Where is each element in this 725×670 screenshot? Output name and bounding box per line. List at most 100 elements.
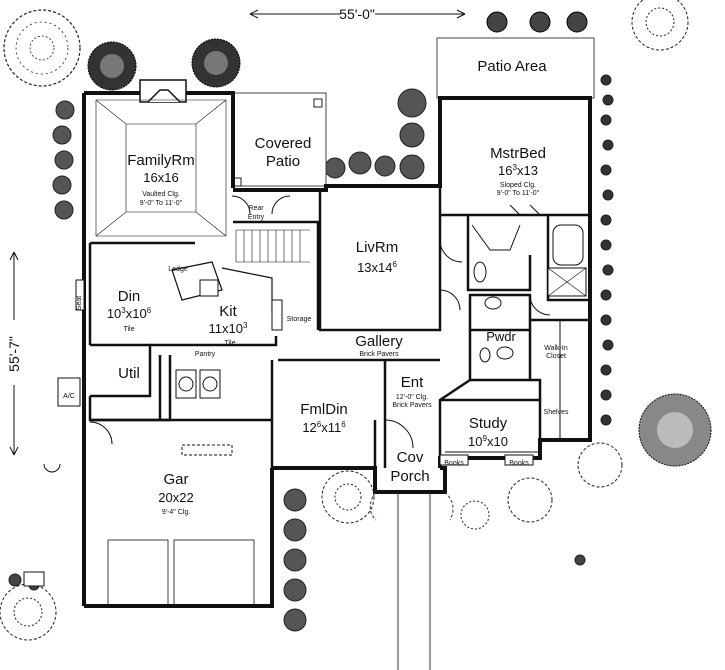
hedge-right — [600, 74, 614, 426]
label-walkin-2: Closet — [546, 353, 566, 360]
shrub-icon — [283, 518, 307, 542]
shrub-icon — [334, 483, 362, 511]
covered-patio — [232, 92, 327, 187]
bathtub — [552, 224, 584, 266]
label-gar: Gar — [163, 471, 188, 488]
note-ent-2: Brick Pavers — [392, 402, 432, 409]
shrub-icon — [399, 122, 425, 148]
dim-kit: 11x103 — [209, 321, 248, 336]
label-storage: Storage — [287, 316, 312, 323]
front-walk — [369, 491, 454, 670]
ac-unit — [57, 377, 81, 407]
label-study: Study — [469, 415, 508, 432]
shrub-icon — [13, 597, 43, 627]
label-seat: Seat — [76, 296, 83, 310]
shrub-icon — [374, 155, 396, 177]
overall-depth-label: 55'-7" — [6, 336, 22, 372]
dimension-width — [249, 9, 466, 19]
garage-door-swing — [89, 421, 113, 445]
fireplace — [139, 79, 187, 103]
label-covered-patio-2: Patio — [266, 153, 300, 170]
patio-area — [436, 37, 595, 99]
doors — [89, 195, 551, 449]
dim-fmldin: 126x116 — [302, 420, 346, 435]
label-books-1: Books — [444, 460, 464, 467]
dimension-depth — [9, 251, 19, 456]
shrub-icon — [397, 88, 427, 118]
label-patio-area: Patio Area — [477, 58, 547, 75]
planter — [23, 571, 45, 587]
exterior-walls — [82, 91, 592, 608]
tree-icon — [3, 9, 81, 87]
label-gallery: Gallery — [355, 333, 403, 350]
note-gallery: Brick Pavers — [359, 351, 399, 358]
tree-icon — [645, 7, 675, 37]
shrub-icon — [348, 151, 372, 175]
label-fmldin: FmlDin — [300, 401, 348, 418]
note-kit: Tile — [224, 340, 235, 347]
interior-walls — [88, 99, 590, 607]
label-pantry: Pantry — [195, 351, 216, 358]
hedge-left — [52, 100, 75, 220]
label-mstrbed: MstrBed — [490, 145, 546, 162]
shrub-icon — [324, 157, 346, 179]
label-pwdr: Pwdr — [486, 329, 516, 344]
label-livrm: LivRm — [356, 239, 399, 256]
shrub-icon — [460, 500, 490, 530]
label-ent: Ent — [401, 374, 424, 391]
toilet — [484, 296, 502, 310]
shrub-icon — [577, 442, 623, 488]
label-util: Util — [118, 365, 140, 382]
note-gar: 9'-4" Clg. — [162, 509, 190, 516]
note-ent-1: 12'-0" Clg. — [396, 394, 428, 401]
label-familyrm: FamilyRm — [127, 152, 195, 169]
toilet — [496, 346, 514, 360]
shrub-icon — [486, 11, 508, 33]
shrub-icon — [8, 573, 22, 587]
shrub-icon — [566, 11, 588, 33]
sink — [473, 261, 487, 283]
tree-icon — [657, 412, 693, 448]
dim-familyrm: 16x16 — [143, 170, 178, 185]
seat — [75, 279, 85, 311]
note-familyrm: Vaulted Clg. — [142, 191, 180, 198]
label-rear-entry-1: Rear — [248, 205, 264, 212]
sink — [479, 347, 491, 363]
shrub-icon — [100, 54, 124, 78]
label-din: Din — [118, 288, 141, 305]
shrub-icon — [507, 477, 553, 523]
label-ledge: Ledge — [168, 266, 188, 273]
landscaping — [0, 0, 712, 641]
shrub-icon — [283, 488, 307, 512]
overall-width-label: 55'-0" — [339, 6, 375, 22]
dim-study: 109x10 — [468, 434, 508, 449]
dim-livrm: 13x146 — [357, 260, 397, 275]
note-mstrbed-2: 9'-0" To 11'-0" — [497, 190, 540, 197]
dim-din: 103x106 — [107, 306, 152, 321]
label-cov-porch-1: Cov — [397, 449, 424, 466]
label-kit: Kit — [219, 303, 237, 320]
label-books-2: Books — [509, 460, 529, 467]
label-ac: A/C — [63, 393, 75, 400]
dim-mstrbed: 163x13 — [498, 163, 538, 178]
shrub-icon — [283, 578, 307, 602]
note-familyrm-2: 9'-0" To 11'-0" — [140, 200, 183, 207]
label-rear-entry-2: Entry — [248, 214, 265, 221]
post — [313, 98, 323, 108]
shrub-icon — [574, 554, 586, 566]
shrub-icon — [204, 51, 228, 75]
shrub-icon — [283, 608, 307, 632]
note-mstrbed-1: Sloped Clg. — [500, 182, 536, 189]
shrub-icon — [283, 548, 307, 572]
shrub-icon — [529, 11, 551, 33]
label-shelves: Shelves — [544, 409, 569, 416]
label-walkin-1: Walk-In — [544, 345, 568, 352]
shrub-icon — [399, 154, 425, 180]
hose-icon — [43, 463, 61, 473]
front-door-swing — [384, 419, 414, 449]
label-cov-porch-2: Porch — [390, 468, 429, 485]
fixtures — [175, 224, 587, 466]
sink — [199, 279, 219, 297]
